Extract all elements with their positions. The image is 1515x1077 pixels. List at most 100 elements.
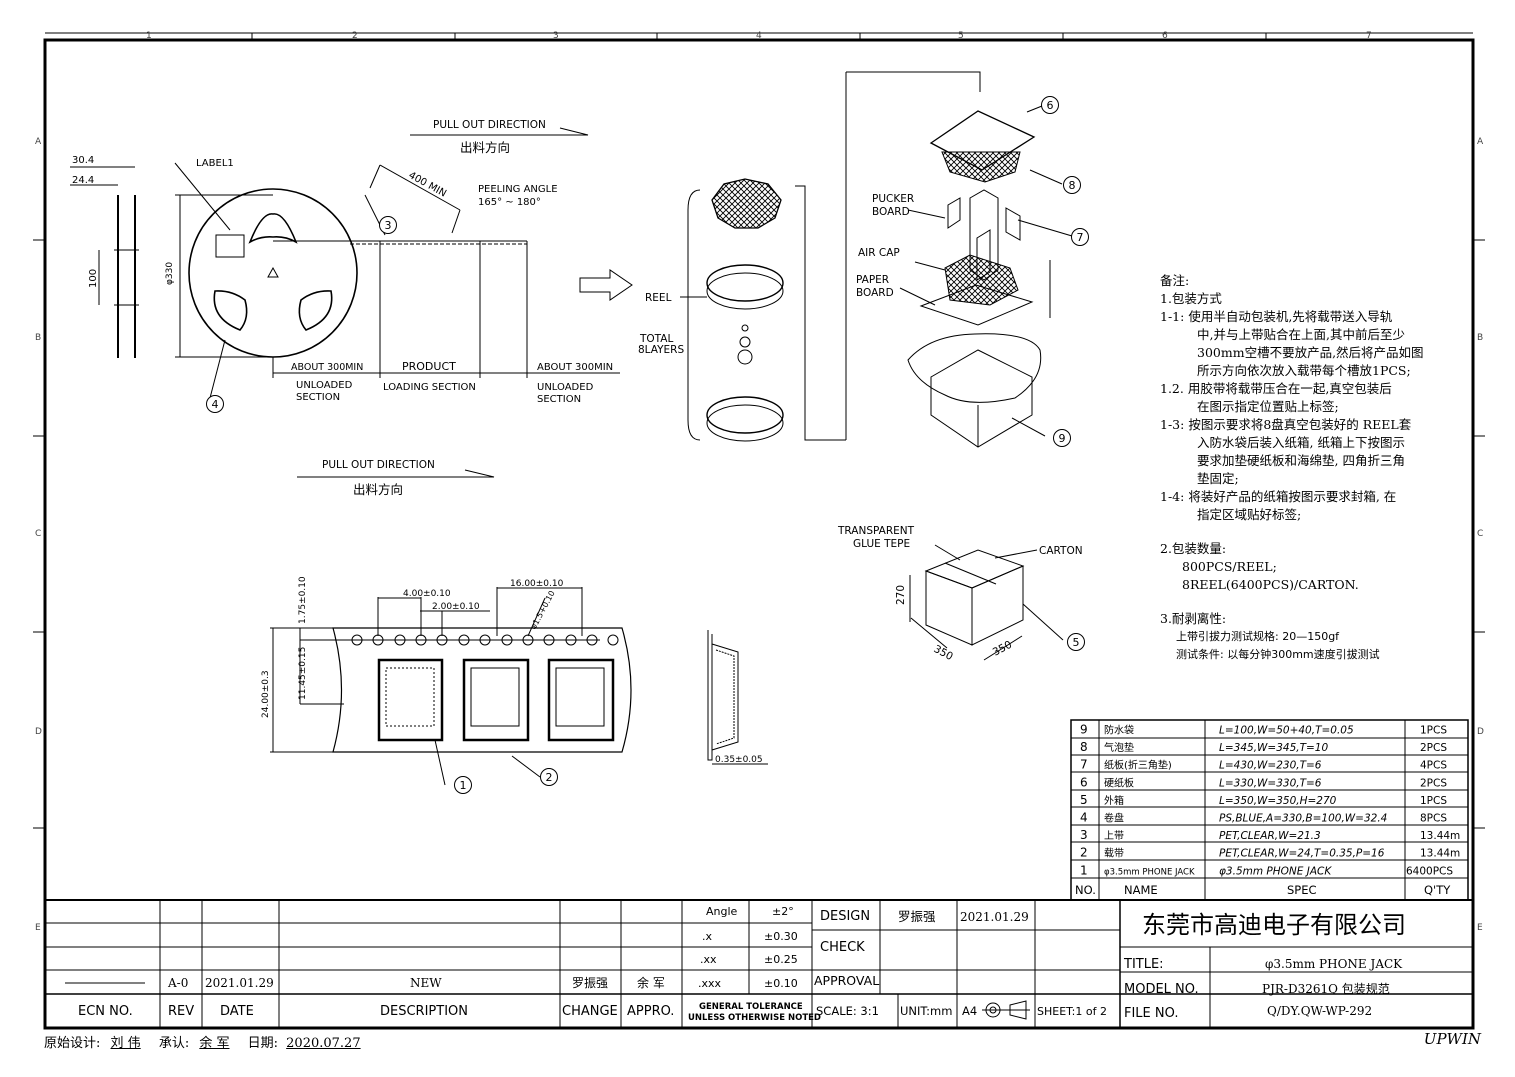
sheet-label: SHEET:1 of 2 [1037,1005,1107,1018]
dim-100: 100 [88,269,99,288]
callout-2-text: 2 [546,771,553,784]
bom-header-no: NO. [1075,883,1096,897]
product-label: PRODUCT [402,360,456,373]
rev-desc: NEW [410,976,442,990]
transparent-label-2: GLUE TEPE [853,538,910,550]
bom-cell-qty: 4PCS [1420,760,1447,772]
unloaded-right-2: SECTION [537,394,581,405]
notes-line: 垫固定; [1197,471,1239,486]
rev-date: 2021.01.29 [205,976,274,990]
carton-height: 270 [895,585,907,605]
bom-cell-no: 2 [1080,846,1088,860]
bom-cell-qty: 13.44m [1420,830,1460,842]
reel-label: REEL [645,292,672,304]
bom-cell-spec: PET,CLEAR,W=21.3 [1219,830,1321,842]
unloaded-left-1: UNLOADED [296,380,353,391]
zone-row-a: A [35,137,42,147]
tape-dim-2-00: 2.00±0.10 [432,602,480,612]
tol-xxx-value: ±0.10 [764,977,798,990]
notes-line: 1-4: 将装好产品的纸箱按图示要求封箱, 在 [1160,489,1397,504]
air-cap-label: AIR CAP [858,247,900,259]
footer-orig-label: 原始设计: [44,1036,101,1051]
notes-line: 1-3: 按图示要求将8盘真空包装好的 REEL套 [1160,417,1412,432]
file-value: Q/DY.QW-WP-292 [1267,1004,1372,1018]
title-block-grid [45,899,1473,1028]
file-label: FILE NO. [1124,1006,1178,1021]
notes-line: 要求加垫硬纸板和海绵垫, 四角折三角 [1197,453,1405,468]
bom-cell-spec: L=430,W=230,T=6 [1219,760,1322,772]
notes-peel-1: 上带引拔力测试规格: 20—150gf [1176,630,1340,643]
zone-row-d-right: D [1477,727,1484,737]
hdr-appro: APPRO. [627,1004,674,1019]
callout-6-text: 6 [1047,99,1054,112]
callout-7-text: 7 [1077,231,1084,244]
loading-section: LOADING SECTION [383,382,476,393]
hdr-rev: REV [168,1004,194,1019]
notes-qty-1: 800PCS/REEL; [1182,559,1277,574]
zone-col-1: 1 [146,31,152,41]
notes-line: 所示方向依次放入载带每个槽放1PCS; [1197,363,1411,378]
footer-appr-name: 余 军 [199,1036,230,1051]
callout-4 [206,395,224,413]
peeling-angle-value: 165° ~ 180° [478,197,541,208]
unloaded-right-1: UNLOADED [537,382,594,393]
bom-header-spec: SPEC [1287,883,1317,897]
callout-8 [1063,176,1081,194]
bom-cell-qty: 2PCS [1420,742,1447,754]
notes-section-2: 2.包装数量: [1160,541,1227,556]
approval-label: APPROVAL [814,973,879,988]
transparent-label-1: TRANSPARENT [837,525,915,537]
callout-4-text: 4 [212,398,219,411]
carton-label: CARTON [1039,545,1083,557]
tol-caption-1: GENERAL TOLERANCE [699,1002,803,1012]
tol-x-value: ±0.30 [764,930,798,943]
design-name: 罗振强 [898,909,936,924]
tol-caption-2: UNLESS OTHERWISE NOTED [688,1013,821,1023]
bom-cell-no: 7 [1080,758,1088,772]
bom-cell-no: 3 [1080,828,1088,842]
footer-date-value: 2020.07.27 [286,1036,361,1051]
peeling-angle-label: PEELING ANGLE [478,184,558,195]
callout-1-text: 1 [460,779,467,792]
unloaded-left-2: SECTION [296,392,340,403]
pucker-label-1: PUCKER [872,193,914,205]
tape-dim-hole: φ1.5+0.10 [529,589,557,631]
tol-xxx-label: .xxx [698,977,722,990]
bom-table [1070,719,1469,901]
carton-width: 350 [932,643,955,663]
bom-cell-name: 硬纸板 [1104,776,1134,789]
reel-stack [680,71,981,442]
notes-line: 300mm空槽不要放产品,然后将产品如图 [1197,345,1424,360]
footer-signoff: 原始设计: 刘 伟 承认: 余 军 日期: 2020.07.27 [44,1032,361,1051]
title-value: φ3.5mm PHONE JACK [1265,957,1403,971]
pucker-label-2: BOARD [872,206,910,218]
check-label: CHECK [820,940,865,955]
tol-angle-label: Angle [706,905,738,918]
reel-front-view [174,162,358,399]
notes-line: 1-1: 使用半自动包装机,先将载带送入导轨 [1160,309,1393,324]
tol-angle-value: ±2° [772,905,794,918]
title-block-revision: A-0 2021.01.29 NEW 罗振强 余 军 ECN NO. REV D… [78,975,674,1019]
paper-label-1: PAPER [856,274,889,286]
bom-cell-name: 载带 [1104,848,1124,860]
bom-cell-no: 8 [1080,740,1088,754]
border-zone-labels: 1 2 3 4 5 6 7 A B C D E A B C D E [35,31,1484,933]
exploded-carton-view [899,105,1073,448]
rev-value: A-0 [167,976,188,990]
tape-dim-11-45: 11.45±0.15 [298,647,308,700]
dim-phi330: φ330 [165,262,175,285]
notes-peel-2: 测试条件: 以每分钟300mm速度引拔测试 [1176,648,1380,661]
tol-xx-label: .xx [700,953,717,966]
callout-6 [1041,96,1059,114]
approvals-block: DESIGN 罗振强 2021.01.29 CHECK APPROVAL SCA… [814,909,1107,1018]
bom-cell-no: 1 [1080,863,1088,877]
reel-side-view [70,166,139,358]
tol-xx-value: ±0.25 [764,953,798,966]
zone-row-b: B [35,333,41,343]
bom-cell-name: 纸板(折三角垫) [1104,759,1172,772]
model-value: PJR-D3261Q 包装规范 [1262,981,1390,996]
notes-line: 中,并与上带贴合在上面,其中前后至少 [1197,327,1405,342]
tape-side-section [707,630,768,765]
bom-cell-qty: 13.44m [1420,848,1460,860]
